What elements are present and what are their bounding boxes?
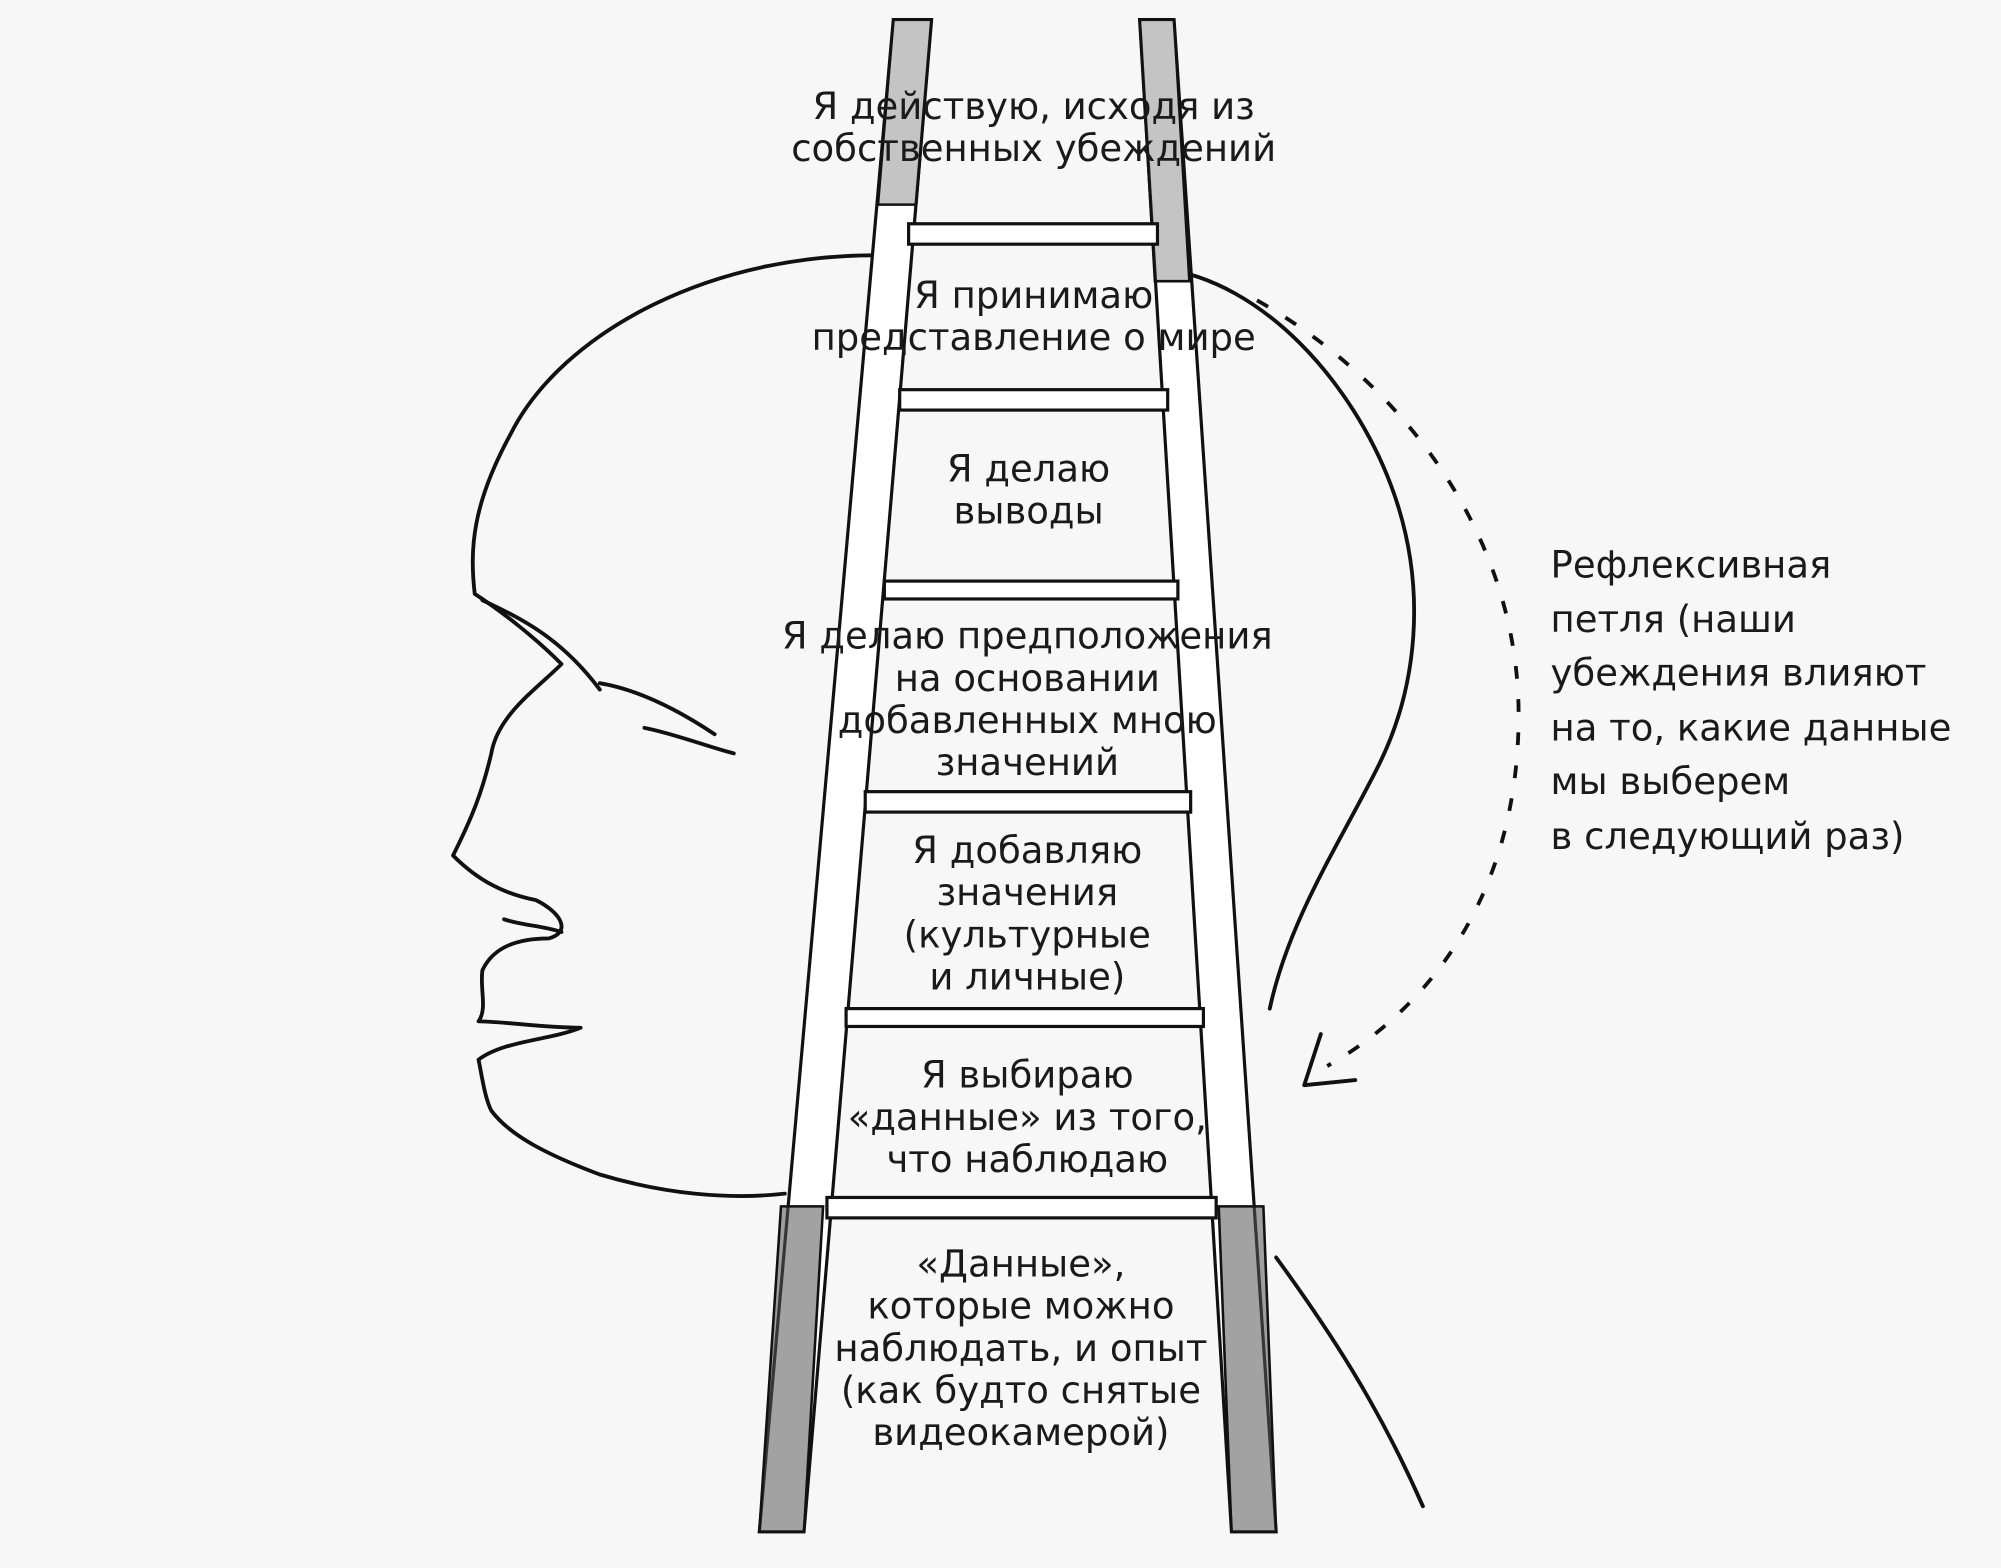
caption-text: Рефлексивная (1551, 543, 1832, 586)
step-text: на основании (895, 657, 1160, 700)
ladder-rung (907, 222, 1160, 246)
step-text: (как будто снятые (841, 1369, 1201, 1412)
step-text: (культурные (904, 913, 1151, 956)
step-4-label: Я делаю предположения на основании добав… (782, 615, 1273, 784)
step-text: которые можно (867, 1285, 1174, 1328)
step-text: Я действую, исходя из (812, 85, 1254, 128)
step-3-label: Я добавляю значения (культурные и личные… (904, 829, 1151, 998)
ladder-rung (825, 1195, 1218, 1220)
step-text: видеокамерой) (872, 1411, 1169, 1454)
step-text: «Данные», (916, 1243, 1125, 1286)
step-text: и личные) (929, 955, 1125, 998)
step-text: что наблюдаю (886, 1138, 1168, 1181)
neck-line (1274, 1255, 1425, 1509)
left-rail-wood-top (876, 18, 933, 206)
caption-text: петля (наши (1551, 598, 1796, 641)
step-text: представление о мире (812, 316, 1256, 359)
step-text: добавленных мною (838, 699, 1217, 742)
eyebrow-line (480, 598, 717, 737)
reflexive-loop-caption: Рефлексивная петля (наши убеждения влияю… (1551, 543, 1952, 858)
step-text: наблюдать, и опыт (834, 1327, 1207, 1370)
caption-text: в следующий раз) (1551, 815, 1905, 858)
step-text: Я делаю (947, 448, 1110, 491)
step-1-label: «Данные», которые можно наблюдать, и опы… (834, 1243, 1207, 1454)
head-outline (451, 253, 896, 1198)
mouth-line (502, 917, 564, 934)
step-2-label: Я выбираю «данные» из того, что наблюдаю (848, 1054, 1207, 1181)
arrow-head-icon (1302, 1032, 1358, 1088)
head-back-outline (1159, 266, 1416, 1011)
step-text: значения (936, 871, 1118, 914)
eye-line (642, 725, 736, 756)
step-text: собственных убеждений (791, 127, 1276, 170)
step-text: «данные» из того, (848, 1096, 1207, 1139)
step-text: Я делаю предположения (782, 615, 1273, 658)
ladder-rung (898, 388, 1170, 412)
reflexive-loop-arrow (1256, 298, 1521, 1068)
caption-text: мы выберем (1551, 760, 1791, 803)
ladder-rung (863, 790, 1193, 814)
caption-text: убеждения влияют (1551, 652, 1927, 695)
ladder-rung (844, 1007, 1206, 1029)
right-rail-wood-bottom (1217, 1205, 1278, 1534)
step-5-label: Я делаю выводы (947, 448, 1110, 533)
step-6-label: Я принимаю представление о мире (812, 274, 1256, 359)
step-text: Я выбираю (921, 1054, 1134, 1097)
caption-text: на то, какие данные (1551, 707, 1952, 750)
ladder-rung (882, 579, 1180, 601)
left-rail-wood-bottom (757, 1205, 825, 1534)
right-rail-wood-top (1138, 18, 1191, 283)
step-7-label: Я действую, исходя из собственных убежде… (791, 85, 1276, 170)
step-text: значений (936, 741, 1119, 784)
step-text: Я принимаю (914, 274, 1153, 317)
step-text: Я добавляю (912, 829, 1142, 872)
step-text: выводы (953, 490, 1103, 533)
